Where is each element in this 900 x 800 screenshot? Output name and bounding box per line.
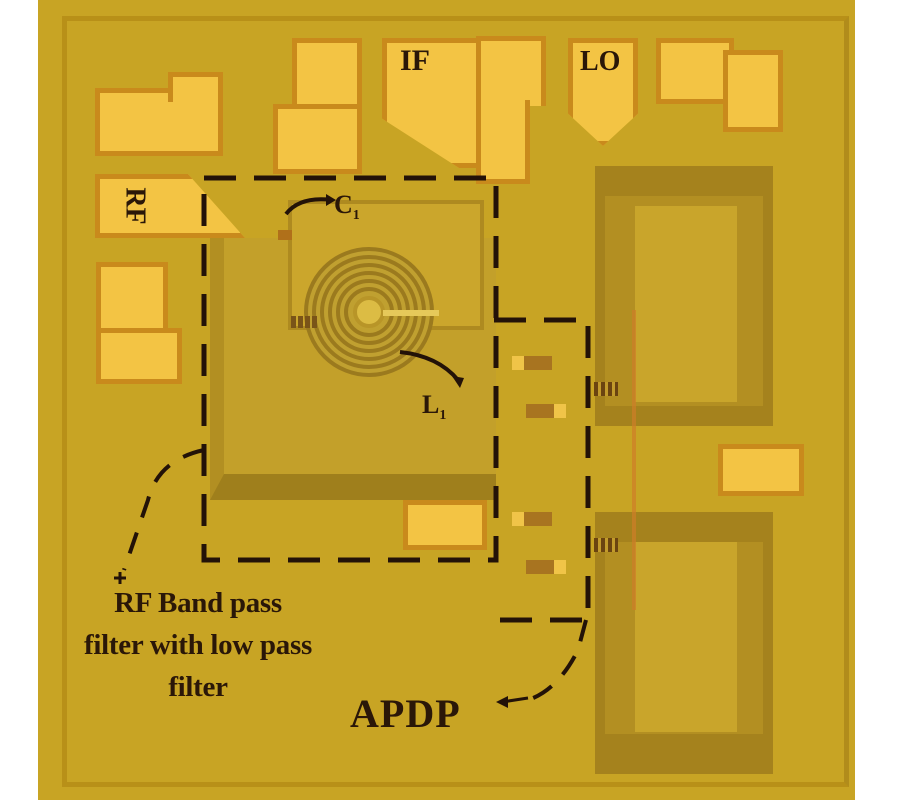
apdp-via-top (594, 382, 618, 396)
pad-filter-bottom (403, 500, 487, 550)
pad-left-lower-lower (96, 328, 182, 384)
pad-top-left (95, 88, 223, 156)
capacitor-label-sub: 1 (352, 208, 360, 224)
apdp-diode-3 (512, 512, 552, 526)
chip-die: IF LO RF (38, 0, 855, 800)
trench-upper-right-inner (635, 206, 737, 402)
spiral-inductor-icon (291, 247, 439, 377)
pad-if-left-upper (292, 38, 362, 104)
pad-right-middle (718, 444, 804, 496)
apdp-annotation: APDP (350, 691, 461, 736)
apdp-diode-4 (526, 560, 566, 574)
capacitor-label: C1 (334, 190, 360, 224)
apdp-via-bottom (594, 538, 618, 552)
trench-lower-right-inner (635, 542, 737, 732)
apdp-diode-1 (512, 356, 552, 370)
arrow-to-l1 (399, 350, 460, 382)
filter-annotation: RF Band pass filter with low pass filter (38, 582, 358, 708)
signal-line-vertical (632, 310, 636, 610)
pad-if-label: IF (400, 44, 430, 77)
die-seal-ring (62, 16, 849, 787)
pad-top-right-right (723, 50, 783, 132)
arrow-to-c1 (284, 197, 333, 216)
pad-if-right-upper (476, 36, 546, 106)
pad-if-left-lower (273, 104, 362, 174)
inductor-label-main: L (422, 390, 440, 419)
capacitor-label-main: C (334, 190, 353, 219)
filter-callout-line (122, 448, 205, 571)
apdp-callout-line (527, 619, 588, 702)
filter-annotation-line1: RF Band pass (114, 587, 282, 619)
apdp-diode-2 (526, 404, 566, 418)
capacitor-c1 (278, 230, 292, 240)
pad-left-lower-upper (96, 262, 168, 332)
filter-annotation-line2: filter with low pass (84, 629, 312, 661)
pad-if-right-lower (476, 100, 530, 184)
pad-lo-label: LO (580, 46, 621, 77)
inductor-label-sub: 1 (439, 408, 447, 424)
pad-top-left-notch (168, 72, 223, 102)
filter-annotation-line3: filter (168, 671, 228, 703)
annotation-overlay (114, 175, 591, 708)
inductor-label: L1 (422, 390, 446, 424)
